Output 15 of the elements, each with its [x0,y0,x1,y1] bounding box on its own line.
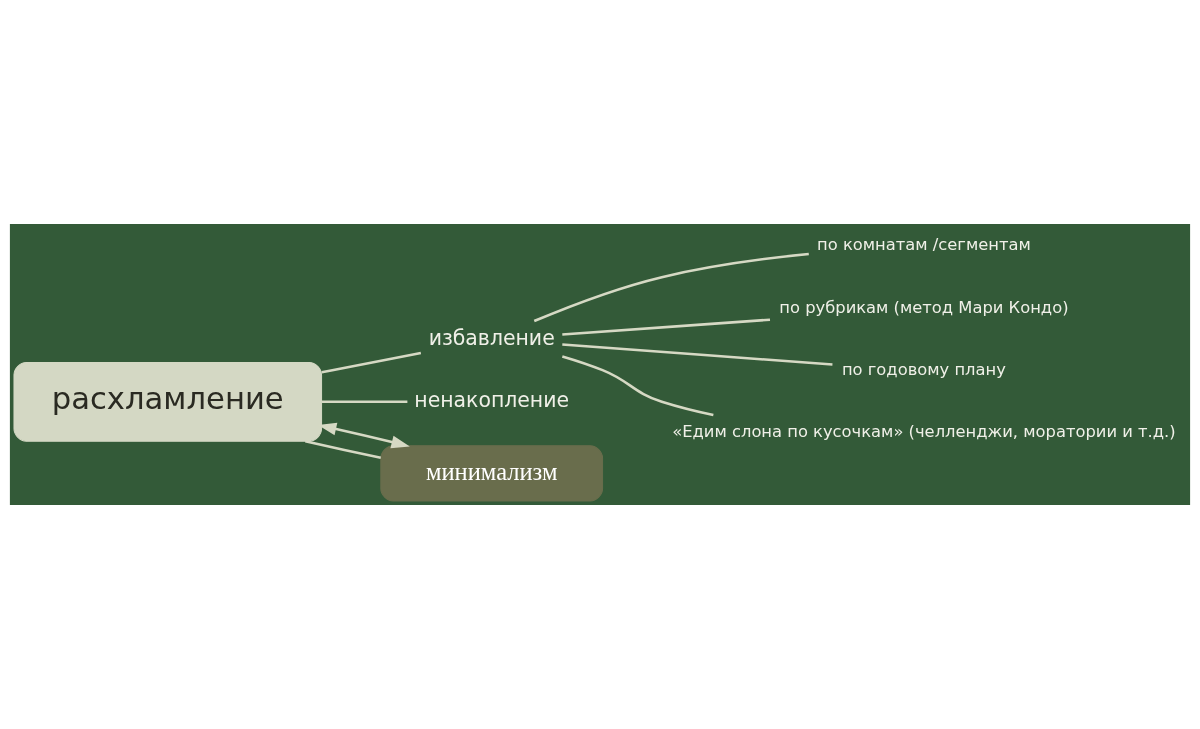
connector [562,343,833,366]
node-text: «Едим слона по кусочкам» (челленджи, моратории и т.д.) [672,422,1176,442]
node-text: избавление [428,325,555,350]
connector [321,400,408,404]
connector [562,318,771,336]
node-text: по годовому плану [841,360,1006,380]
connector [561,355,714,417]
node-box: расхламление [13,361,323,442]
node-text: по комнатам /сегментам [817,235,1031,255]
connector [305,440,381,459]
connector [321,351,422,374]
node-box: минимализм [380,445,604,502]
connector [533,252,809,323]
node-text: по рубрикам (метод Мари Кондо) [779,297,1069,317]
node-text: ненакопление [414,387,570,412]
